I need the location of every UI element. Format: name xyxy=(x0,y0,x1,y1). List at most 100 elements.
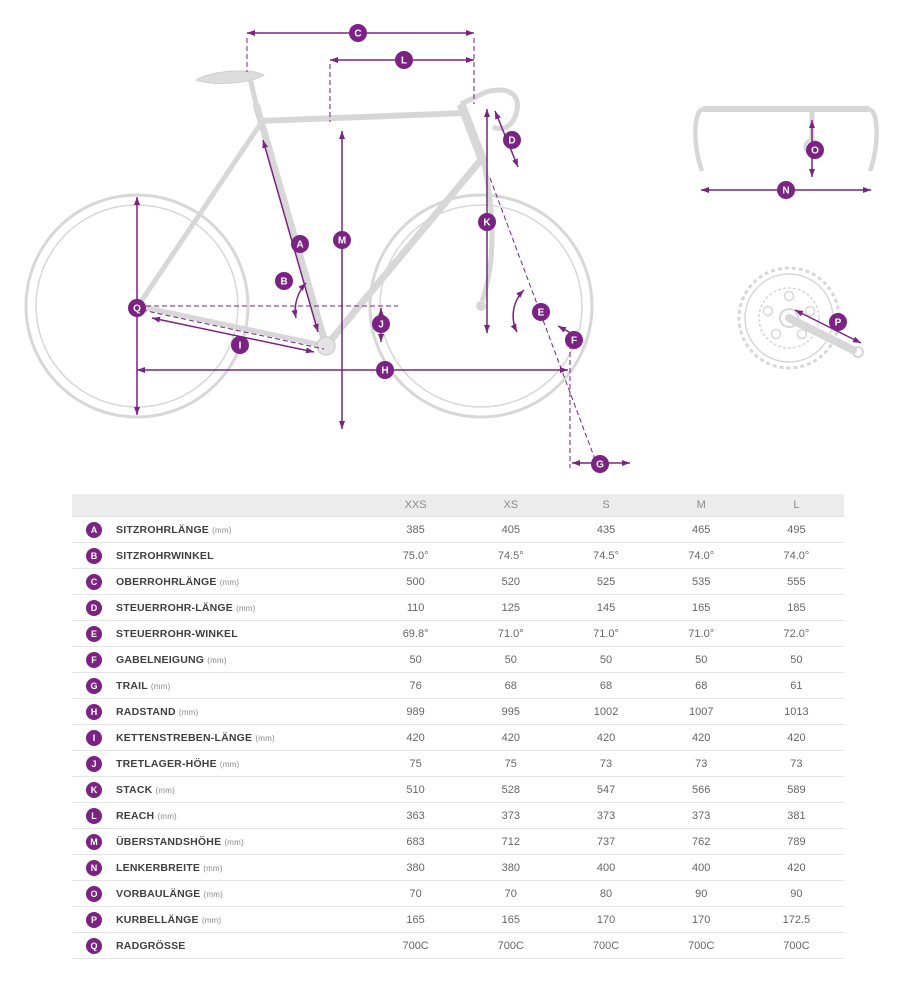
row-unit: (mm) xyxy=(219,577,240,587)
row-unit: (mm) xyxy=(203,889,224,899)
row-unit: (mm) xyxy=(224,837,244,847)
spec-value: 420 xyxy=(692,731,711,744)
row-label: TRAIL xyxy=(116,679,148,692)
spec-value: 420 xyxy=(787,861,806,874)
badge-a: A xyxy=(291,235,309,253)
spec-value: 995 xyxy=(501,705,520,718)
arrow-P xyxy=(794,309,862,344)
spec-value: 1002 xyxy=(593,705,619,718)
spec-value: 61 xyxy=(790,679,803,692)
row-label: KURBELLÄNGE xyxy=(116,913,199,926)
row-key-badge: A xyxy=(86,521,102,538)
bottom-bracket xyxy=(316,336,336,356)
svg-text:Q: Q xyxy=(133,304,141,315)
spec-value: 789 xyxy=(787,835,806,848)
row-key-badge: K xyxy=(86,781,102,798)
row-label: REACH xyxy=(116,809,155,822)
badge-h: H xyxy=(376,361,394,379)
geometry-diagram: C L D K A M B Q J I E F H G N O P xyxy=(0,0,911,482)
spec-value: 420 xyxy=(406,731,425,744)
spec-value: 500 xyxy=(406,575,425,588)
row-unit: (mm) xyxy=(203,863,223,873)
spec-value: 72.0° xyxy=(783,627,810,640)
spec-value: 50 xyxy=(409,653,422,666)
row-key-badge: Q xyxy=(86,937,102,954)
spec-value: 700C xyxy=(497,939,524,952)
spec-value: 495 xyxy=(787,523,806,536)
spec-value: 90 xyxy=(695,887,708,900)
spec-value: 762 xyxy=(692,835,711,848)
spec-value: 1007 xyxy=(688,705,714,718)
row-key-badge: F xyxy=(86,651,102,668)
spec-value: 535 xyxy=(692,575,711,588)
badge-m: M xyxy=(333,231,351,249)
svg-text:E: E xyxy=(538,308,545,319)
badge-g: G xyxy=(591,455,609,473)
spec-value: 405 xyxy=(501,523,520,536)
spec-value: 50 xyxy=(504,653,517,666)
arrow-I xyxy=(151,316,315,354)
badge-l: L xyxy=(395,51,413,69)
diagram-badges: C L D K A M B Q J I E F H G N O P xyxy=(128,24,847,473)
badge-b: B xyxy=(275,272,293,290)
row-label: STEUERROHR-LÄNGE xyxy=(116,601,233,614)
frame xyxy=(135,77,520,356)
spec-value: 420 xyxy=(787,731,806,744)
badge-p: P xyxy=(829,313,847,331)
row-unit: (mm) xyxy=(157,811,177,821)
badge-k: K xyxy=(478,213,496,231)
row-unit: (mm) xyxy=(201,915,222,925)
row-unit: (mm) xyxy=(207,655,227,665)
badge-o: O xyxy=(806,141,824,159)
spec-value: 373 xyxy=(692,809,711,822)
row-unit: (mm) xyxy=(150,681,171,691)
spec-value: 700C xyxy=(402,939,429,952)
size-column-header: XS xyxy=(503,499,519,511)
spec-row: B SITZROHRWINKEL 75.0°74.5°74.5°74.0°74.… xyxy=(72,543,844,569)
spec-value: 125 xyxy=(501,601,520,614)
spec-value: 165 xyxy=(406,913,425,926)
spec-value: 50 xyxy=(599,653,613,666)
handlebar xyxy=(485,87,520,132)
spec-value: 73 xyxy=(599,757,613,770)
svg-text:M: M xyxy=(338,236,346,247)
spec-value: 525 xyxy=(596,575,616,588)
row-label: OBERROHRLÄNGE xyxy=(116,575,217,588)
spec-value: 700C xyxy=(592,939,620,952)
row-label: STACK xyxy=(116,783,153,796)
size-column-header: L xyxy=(793,499,800,511)
spec-value: 74.0° xyxy=(688,549,715,562)
spec-value: 71.0° xyxy=(688,627,715,640)
spec-value: 555 xyxy=(787,575,806,588)
row-unit: (mm) xyxy=(212,525,232,535)
row-label: RADGRÖSSE xyxy=(116,939,186,952)
spec-value: 71.0° xyxy=(593,627,619,640)
row-values: 75.0°74.5°74.5°74.0°74.0° xyxy=(368,543,844,568)
row-key-badge: J xyxy=(86,755,102,772)
spec-value: 69.8° xyxy=(402,627,429,640)
spec-value: 380 xyxy=(501,861,520,874)
svg-text:I: I xyxy=(239,341,242,352)
spec-value: 989 xyxy=(406,705,425,718)
row-label: VORBAULÄNGE xyxy=(116,887,201,900)
spec-value: 528 xyxy=(501,783,520,796)
row-label: GABELNEIGUNG xyxy=(116,653,205,666)
spec-value: 435 xyxy=(596,523,616,536)
size-column-header: S xyxy=(602,499,610,511)
spec-value: 547 xyxy=(596,783,616,796)
measurement-arrows xyxy=(134,30,871,466)
spec-value: 1013 xyxy=(784,705,809,718)
spec-value: 185 xyxy=(787,601,806,614)
